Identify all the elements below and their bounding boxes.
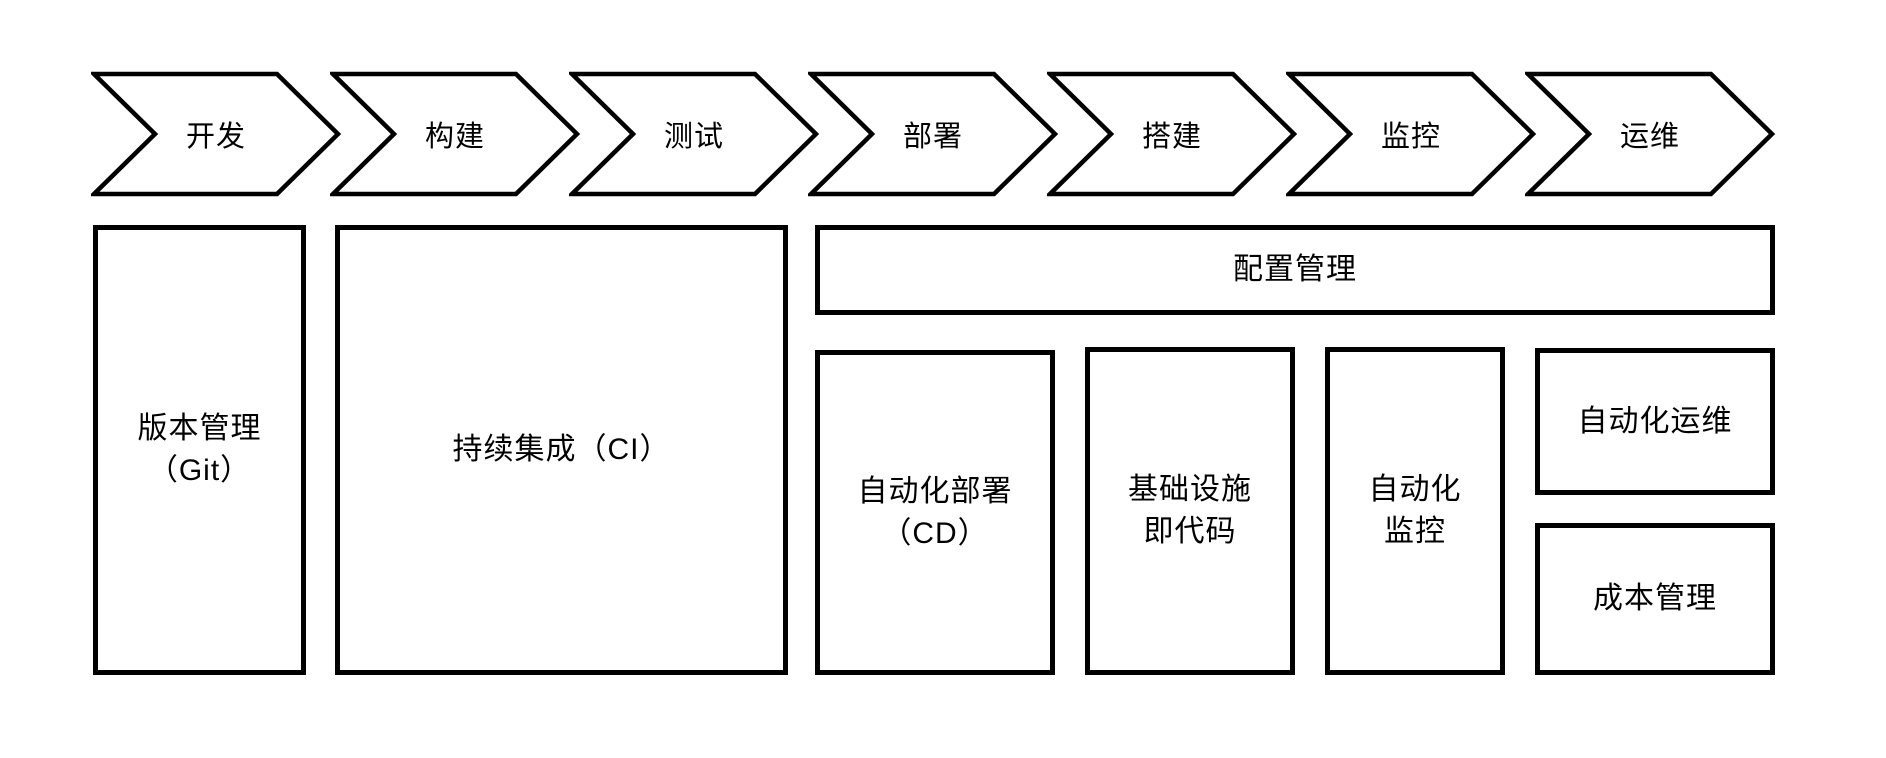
box-text-line: 配置管理 xyxy=(1233,253,1357,286)
chevron-arrow-icon xyxy=(1047,71,1298,197)
chevron-arrow-icon xyxy=(569,71,820,197)
stage-chevron-operate: 运维 xyxy=(1525,71,1777,197)
box-infrastructure-as-code: 基础设施 即代码 xyxy=(1085,347,1295,675)
box-cost-management-text: 成本管理 xyxy=(1593,578,1717,620)
box-text-line: 监控 xyxy=(1384,515,1446,548)
box-automated-operations: 自动化运维 xyxy=(1535,348,1775,495)
stage-chevron-test: 测试 xyxy=(569,71,821,197)
box-configuration-management: 配置管理 xyxy=(815,225,1775,315)
box-automated-monitoring: 自动化 监控 xyxy=(1325,347,1505,675)
stage-chevron-develop: 开发 xyxy=(91,71,343,197)
stage-label-develop: 开发 xyxy=(185,121,246,153)
box-text-line: （Git） xyxy=(147,454,252,487)
box-automated-monitoring-text: 自动化 监控 xyxy=(1369,469,1462,553)
box-configuration-management-text: 配置管理 xyxy=(1233,249,1357,291)
stage-label-operate: 运维 xyxy=(1619,121,1680,153)
box-cost-management: 成本管理 xyxy=(1535,523,1775,675)
stage-label-provision: 搭建 xyxy=(1141,121,1202,153)
chevron-arrow-icon xyxy=(330,71,581,197)
stage-label-deploy: 部署 xyxy=(902,121,963,153)
stage-chevron-deploy: 部署 xyxy=(808,71,1060,197)
box-text-line: 自动化运维 xyxy=(1577,404,1733,438)
box-text-line: 版本管理 xyxy=(137,412,262,445)
chevron-arrow-icon xyxy=(808,71,1059,197)
box-continuous-integration: 持续集成（CI） xyxy=(335,225,788,675)
box-text-line: 成本管理 xyxy=(1593,582,1717,615)
chevron-arrow-icon xyxy=(1286,71,1537,197)
box-continuous-integration-text: 持续集成（CI） xyxy=(453,429,671,471)
box-automated-deployment-text: 自动化部署 （CD） xyxy=(858,471,1013,555)
chevron-arrow-icon xyxy=(91,71,342,197)
stage-chevron-build: 构建 xyxy=(330,71,582,197)
stage-chevron-provision: 搭建 xyxy=(1047,71,1299,197)
box-text-line: （CD） xyxy=(881,516,989,550)
stage-chevron-monitor: 监控 xyxy=(1286,71,1538,197)
box-version-control: 版本管理 （Git） xyxy=(93,225,306,675)
box-text-line: 自动化 xyxy=(1368,473,1462,506)
box-version-control-text: 版本管理 （Git） xyxy=(138,408,262,492)
box-infrastructure-as-code-text: 基础设施 即代码 xyxy=(1128,469,1252,553)
stage-label-test: 测试 xyxy=(663,121,724,153)
stage-label-monitor: 监控 xyxy=(1380,121,1441,153)
box-text-line: 持续集成（CI） xyxy=(452,433,671,466)
chevron-arrow-icon xyxy=(1525,71,1776,197)
box-text-line: 基础设施 xyxy=(1128,473,1252,506)
box-text-line: 即代码 xyxy=(1143,515,1237,548)
box-text-line: 自动化部署 xyxy=(857,474,1013,508)
box-automated-deployment: 自动化部署 （CD） xyxy=(815,350,1055,675)
box-automated-operations-text: 自动化运维 xyxy=(1578,401,1733,443)
stage-label-build: 构建 xyxy=(424,121,485,153)
